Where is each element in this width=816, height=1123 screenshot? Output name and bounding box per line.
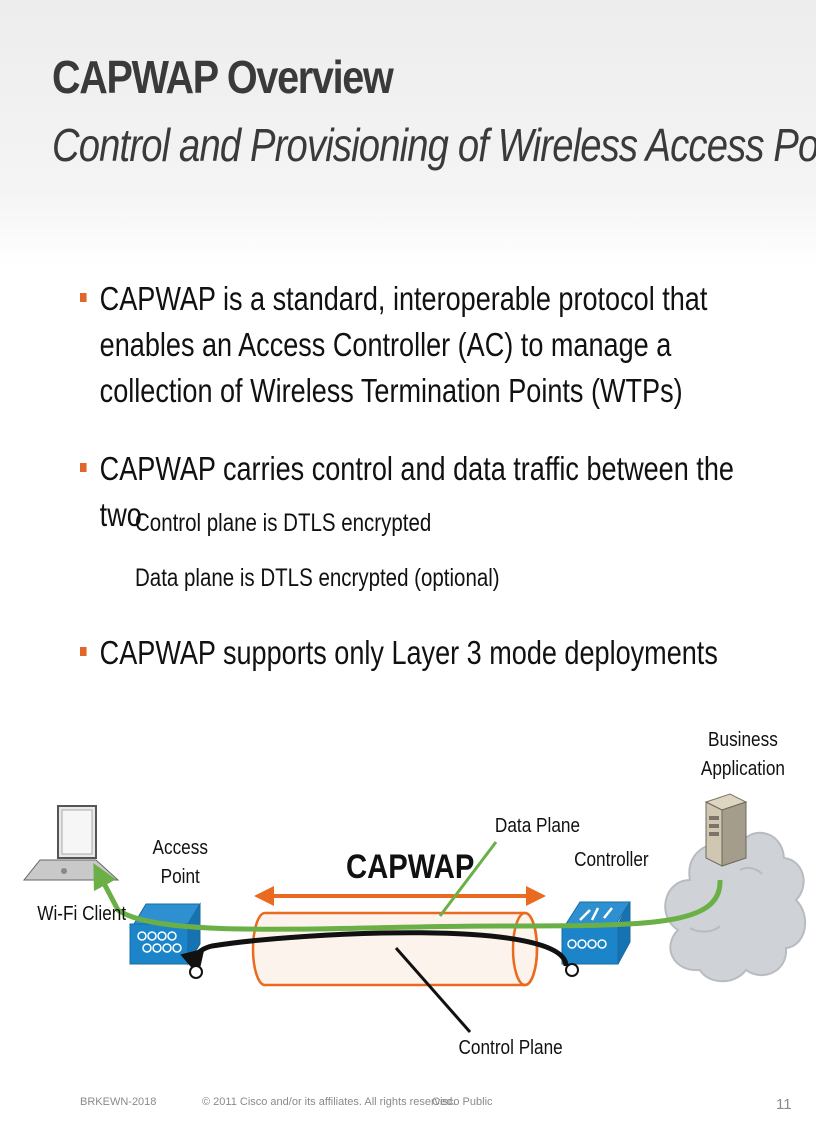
- controller-icon: [561, 901, 631, 965]
- bullet-2: CAPWAP carries control and data traffic …: [80, 446, 736, 538]
- bullet-marker: [80, 463, 87, 472]
- controller-label: Controller: [574, 849, 649, 871]
- control-plane-label: Control Plane: [458, 1037, 563, 1059]
- footer-copyright: © 2011 Cisco and/or its affiliates. All …: [202, 1096, 456, 1108]
- wifi-client-label: Wi-Fi Client: [37, 903, 127, 925]
- business-application-label: Business Application: [701, 726, 785, 784]
- business-label-line2: Application: [700, 758, 785, 780]
- control-plane-line: [180, 930, 569, 976]
- bullet-marker: [80, 293, 87, 302]
- data-plane-pointer: [438, 841, 498, 917]
- slide-title: CAPWAP Overview: [52, 51, 394, 103]
- access-point-label: Access Point: [153, 834, 208, 892]
- access-point-icon: [129, 902, 201, 966]
- bullet-3: CAPWAP supports only Layer 3 mode deploy…: [80, 630, 736, 676]
- footer-classification: Cisco Public: [432, 1096, 493, 1108]
- subbullet-data-plane: Data plane is DTLS encrypted (optional): [135, 564, 500, 592]
- capwap-diagram: Business Application Data Plane Access P…: [0, 720, 816, 1070]
- subbullet-control-plane: Control plane is DTLS encrypted: [135, 509, 432, 537]
- slide-subtitle: Control and Provisioning of Wireless Acc…: [52, 119, 816, 171]
- bullet-text: CAPWAP is a standard, interoperable prot…: [99, 280, 708, 409]
- capwap-label: CAPWAP: [346, 848, 475, 886]
- business-label-line1: Business: [708, 729, 778, 751]
- laptop-icon: [22, 805, 120, 881]
- bullet-1: CAPWAP is a standard, interoperable prot…: [80, 276, 736, 414]
- bullet-marker: [80, 647, 87, 656]
- bullet-text: CAPWAP supports only Layer 3 mode deploy…: [99, 634, 718, 671]
- server-icon: [704, 793, 748, 867]
- diagram-graphics: [22, 793, 806, 1033]
- data-plane-label: Data Plane: [494, 815, 581, 837]
- bullet-text: CAPWAP carries control and data traffic …: [99, 450, 734, 533]
- header-band: [0, 0, 816, 268]
- cloud-icon: [664, 831, 806, 983]
- control-plane-pointer: [394, 947, 472, 1033]
- page-number: 11: [776, 1096, 792, 1113]
- access-label-line2: Point: [160, 866, 200, 888]
- access-label-line1: Access: [152, 837, 208, 859]
- data-plane-line: [93, 863, 723, 932]
- footer-code: BRKEWN-2018: [80, 1096, 157, 1108]
